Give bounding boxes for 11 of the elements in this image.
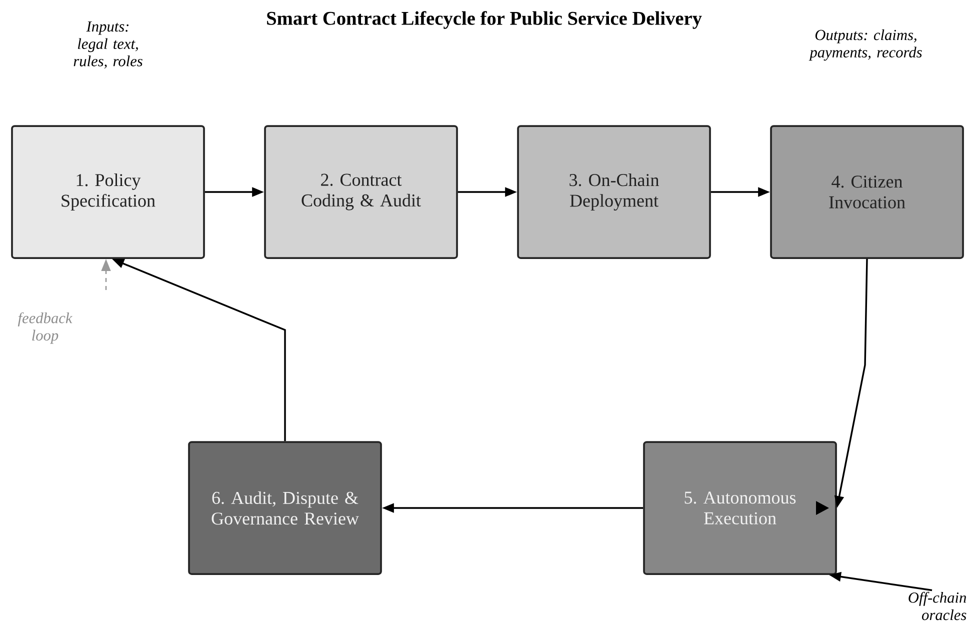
annotation-text: feedback loop [18, 312, 72, 344]
process-box: 2. Contract Coding & Audit [264, 125, 458, 259]
process-box: 4. Citizen Invocation [770, 125, 964, 259]
process-box: 3. On-Chain Deployment [517, 125, 711, 259]
process-box: 6. Audit, Dispute & Governance Review [188, 441, 382, 575]
annotation-text: Off-chain oracles [908, 592, 966, 620]
title: Smart Contract Lifecycle for Public Service Delivery [267, 11, 702, 29]
annotation-text: Inputs: legal text, rules, roles [74, 21, 142, 69]
process-box: 5. Autonomous Execution [643, 441, 837, 575]
process-box: 1. Policy Specification [11, 125, 205, 259]
annotation-text: Outputs: claims, payments, records [808, 29, 922, 61]
